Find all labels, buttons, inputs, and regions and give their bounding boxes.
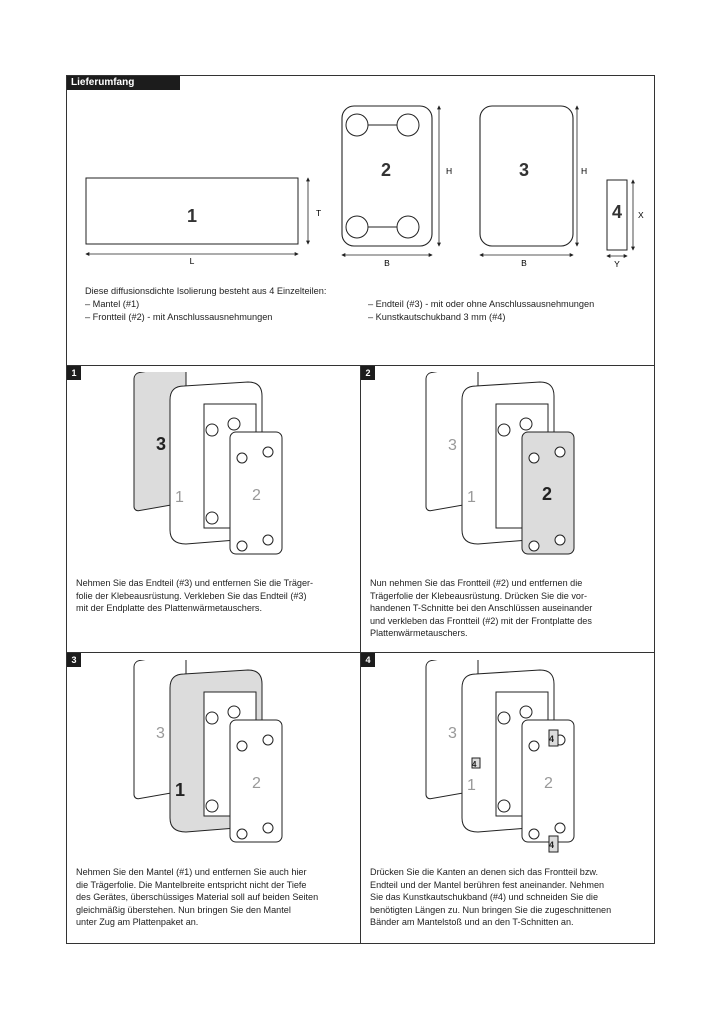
part3-endteil-shape bbox=[479, 105, 574, 247]
part2-dim-b: B bbox=[384, 258, 390, 268]
step-2-badge: 2 bbox=[361, 366, 375, 380]
step-1-text: Nehmen Sie das Endteil (#3) und entferne… bbox=[76, 577, 348, 615]
step-2-text: Nun nehmen Sie das Frontteil (#2) und en… bbox=[370, 577, 642, 640]
step-2-line: handenen T-Schnitte bei den Anschlüssen … bbox=[370, 603, 593, 614]
step-4-illustration: 3 1 4 4 4 2 bbox=[425, 660, 575, 853]
part1-number: 1 bbox=[187, 206, 197, 226]
step-3-illustration: 3 1 2 bbox=[133, 660, 283, 843]
step-1-line: mit der Endplatte des Plattenwärmetausch… bbox=[76, 603, 263, 614]
step-3-label-shell: 1 bbox=[175, 780, 185, 800]
list-item: – Kunstkautschukband 3 mm (#4) bbox=[368, 311, 506, 322]
step-4-label-shell: 1 bbox=[467, 777, 476, 794]
step-2-line: und verkleben das Frontteil (#2) mit der… bbox=[370, 615, 592, 626]
step-4-badge: 4 bbox=[361, 653, 375, 667]
step-1-line: folie der Klebeausrüstung. Verkleben Sie… bbox=[76, 590, 307, 601]
step-4-line: Sie das Kunstkautschukband (#4) und schn… bbox=[370, 892, 599, 903]
step-2-line: Plattenwärmetauschers. bbox=[370, 628, 468, 639]
step-1-illustration: 3 1 2 bbox=[133, 372, 283, 555]
part2-frontteil-shape bbox=[341, 105, 433, 247]
parts-list-right: – Endteil (#3) - mit oder ohne Anschluss… bbox=[368, 298, 594, 323]
list-item: – Frontteil (#2) - mit Anschlussausnehmu… bbox=[85, 311, 273, 322]
step-3-text: Nehmen Sie den Mantel (#1) und entfernen… bbox=[76, 866, 348, 929]
part4-dim-x: X bbox=[638, 210, 644, 220]
intro-text: Diese diffusionsdichte Isolierung besteh… bbox=[85, 286, 327, 296]
step-2-label-front: 2 bbox=[542, 484, 552, 504]
step-3-line: des Gerätes, überschüssiges Material sol… bbox=[76, 892, 319, 903]
step-4-text: Drücken Sie die Kanten an denen sich das… bbox=[370, 866, 642, 929]
part1-dim-l: L bbox=[190, 256, 195, 266]
part2-number: 2 bbox=[381, 160, 391, 180]
step-4-label-tape-top: 4 bbox=[549, 734, 554, 744]
part3-number: 3 bbox=[519, 160, 529, 180]
step-2-line: Trägerfolie der Klebeausrüstung. Drücken… bbox=[370, 590, 588, 601]
step-4-line: Bänder am Mantelstoß und an den T-Schnit… bbox=[370, 917, 574, 928]
step-1-label-end: 3 bbox=[156, 434, 166, 454]
part1-mantel-shape bbox=[85, 177, 299, 245]
parts-list-left: – Mantel (#1) – Frontteil (#2) - mit Ans… bbox=[85, 298, 272, 323]
step-4-line: benötigten Längen zu. Nun bringen Sie di… bbox=[370, 904, 612, 915]
step-1-line: Nehmen Sie das Endteil (#3) und entferne… bbox=[76, 578, 314, 588]
part3-dim-h: H bbox=[581, 166, 587, 176]
step-1-label-front: 2 bbox=[252, 487, 261, 504]
step-4-label-tape-side: 4 bbox=[472, 760, 477, 769]
step-4-label-end: 3 bbox=[448, 725, 457, 742]
part2-dim-h: H bbox=[446, 166, 452, 176]
part4-band-shape bbox=[606, 179, 628, 251]
list-item: – Endteil (#3) - mit oder ohne Anschluss… bbox=[368, 299, 595, 309]
section-title: Lieferumfang bbox=[67, 76, 180, 90]
step-3-label-end: 3 bbox=[156, 725, 165, 742]
list-item: – Mantel (#1) bbox=[85, 299, 140, 309]
step-3-line: die Trägerfolie. Die Mantelbreite entspr… bbox=[76, 879, 307, 890]
step-2-label-end: 3 bbox=[448, 437, 457, 454]
divider-vertical bbox=[360, 365, 361, 944]
parts-diagram: 1 L T 2 B H 3 B H 4 Y X bbox=[85, 105, 644, 269]
step-4-line: Endteil und der Mantel berühren fest ane… bbox=[370, 879, 605, 890]
step-4-line: Drücken Sie die Kanten an denen sich das… bbox=[370, 867, 598, 877]
step-4-label-front: 2 bbox=[544, 775, 553, 792]
step-3-line: unter Zug am Plattenpaket an. bbox=[76, 917, 199, 928]
part4-number: 4 bbox=[612, 202, 622, 222]
step-2-line: Nun nehmen Sie das Frontteil (#2) und en… bbox=[370, 578, 583, 588]
step-2-illustration: 3 1 2 bbox=[425, 372, 575, 555]
part3-dim-b: B bbox=[521, 258, 527, 268]
step-1-label-shell: 1 bbox=[175, 489, 184, 506]
part4-dim-y: Y bbox=[614, 259, 620, 269]
step-3-badge: 3 bbox=[67, 653, 81, 667]
step-3-label-front: 2 bbox=[252, 775, 261, 792]
step-1-badge: 1 bbox=[67, 366, 81, 380]
step-3-line: gleichmäßig überstehen. Nun bringen Sie … bbox=[76, 904, 291, 915]
step-2-label-shell: 1 bbox=[467, 489, 476, 506]
part1-dim-t: T bbox=[316, 208, 321, 218]
step-4-label-tape-bottom: 4 bbox=[549, 840, 554, 850]
step-3-line: Nehmen Sie den Mantel (#1) und entfernen… bbox=[76, 867, 307, 877]
